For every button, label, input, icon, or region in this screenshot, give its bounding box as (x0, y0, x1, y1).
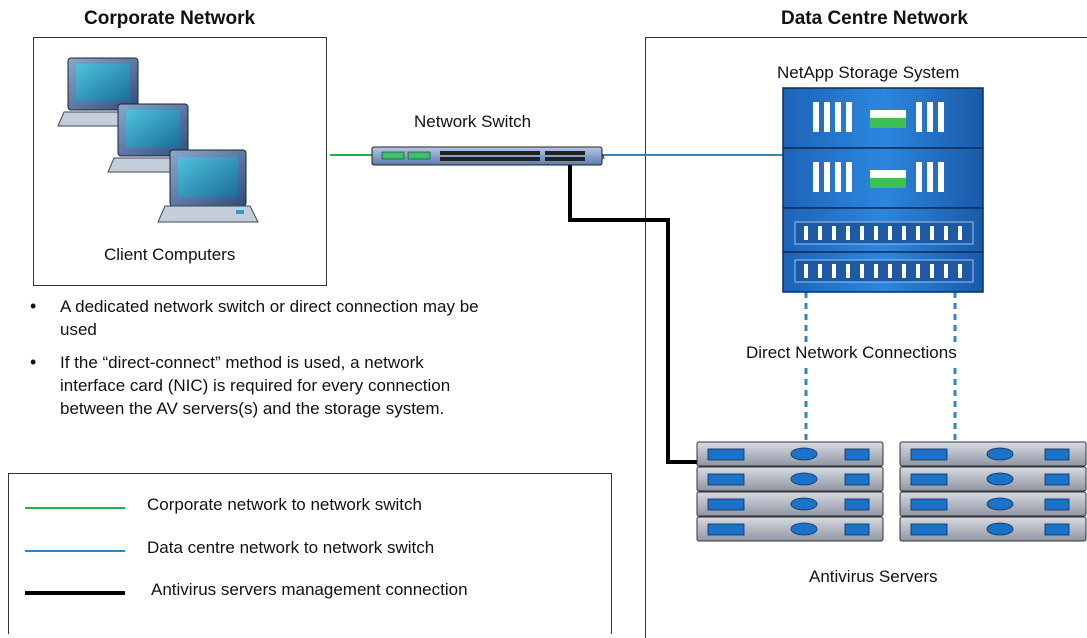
legend-swatch-blue (25, 550, 125, 552)
direct-connections-label: Direct Network Connections (744, 343, 959, 363)
network-switch-icon (371, 146, 605, 166)
netapp-storage-label: NetApp Storage System (777, 63, 960, 82)
network-switch-label: Network Switch (414, 112, 532, 131)
management-connection-line (568, 165, 710, 464)
client-computers-label: Client Computers (104, 245, 236, 264)
legend-swatch-black (25, 591, 125, 595)
note-item: A dedicated network switch or direct con… (30, 295, 490, 341)
legend-label: Corporate network to network switch (147, 495, 422, 514)
corporate-network-title: Corporate Network (84, 8, 256, 29)
antivirus-servers-label: Antivirus Servers (809, 567, 938, 586)
client-computer-1 (57, 57, 151, 127)
network-diagram (57, 57, 1087, 542)
legend-label: Data centre network to network switch (147, 538, 435, 557)
client-computer-3 (157, 149, 259, 223)
notes-list: A dedicated network switch or direct con… (30, 295, 490, 430)
note-item: If the “direct-connect” method is used, … (30, 351, 490, 420)
antivirus-server-stack-right (899, 441, 1087, 542)
antivirus-server-stack-left (696, 441, 884, 542)
legend-box (8, 473, 612, 634)
netapp-storage-icon (782, 87, 984, 293)
data-centre-network-title: Data Centre Network (781, 8, 968, 29)
legend-swatch-green (25, 507, 125, 509)
legend-label: Antivirus servers management connection (151, 580, 468, 599)
